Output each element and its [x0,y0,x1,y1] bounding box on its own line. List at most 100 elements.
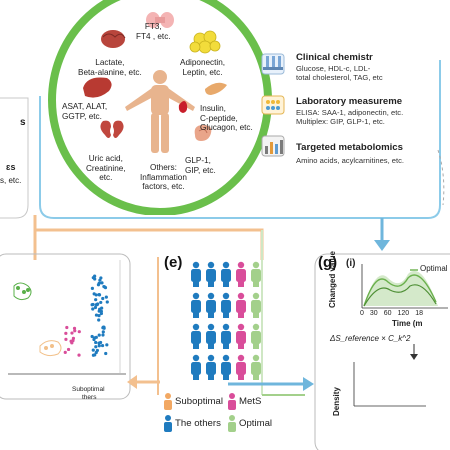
scatter-point [100,343,105,348]
panel-g-legend: Optimal [420,264,448,273]
measurement-detail-3: Amino acids, acylcarnitines, etc. [296,156,405,165]
scatter-point [94,345,98,349]
density-ylabel: Density [332,387,341,416]
scatter-point [97,344,101,348]
panel-e-label: (e) [164,254,183,271]
scatter-point [94,335,98,339]
scatter-point [98,340,103,345]
legend-mets: MetS [239,396,262,407]
gut-label: GLP-1, GIP, etc. [185,156,216,175]
measurement-title-3: Targeted metabolomics [296,142,403,153]
scatter-point [98,307,102,311]
thyroid-label: FT3, FT4 , etc. [136,22,171,41]
density-chart [353,344,426,407]
scatter-point [94,313,99,317]
scatter-point [98,278,102,282]
others-person-figure [191,354,201,380]
scatter-point [95,348,100,353]
scatter-label-2: thers [82,394,97,401]
measurement-detail-1: Glucose, HDL-c, LDL- total cholesterol, … [296,64,383,82]
scatter-point [91,302,95,307]
adipose-label: Adiponectin, Leptin, etc. [180,58,226,77]
measurement-detail-2: ELISA: SAA-1, adiponectin, etc. Multiple… [296,108,404,126]
others-person-figure [221,323,231,349]
optimal-person-figure [251,292,261,318]
scatter-point [101,333,105,337]
bar-chart-icon [261,135,285,157]
mets-person-figure [236,323,246,349]
scatter-point [91,348,95,352]
optimal-person-figure [251,261,261,287]
scatter-point [99,300,103,305]
optimal-curve [363,274,437,307]
scatter-point [93,305,98,310]
scatter-point [101,325,106,329]
others-person-figure [191,261,201,287]
optimal-band [364,270,438,306]
pancreas-label: Insulin, C-peptide, Glucagon, etc. [200,104,253,132]
others-person-figure [221,261,231,287]
scatter-point [90,286,94,290]
mets-person-figure [236,354,246,380]
legend-suboptimal: Suboptimal [175,396,223,407]
scatter-point [94,340,98,345]
scatter-point [94,298,98,302]
panel-g-sublabel: (i) [346,258,356,269]
scatter-point [94,303,98,307]
panel-g-xlabel: Time (m [392,319,423,328]
others-person-figure [191,323,201,349]
suboptimal-person-icon [164,393,172,410]
brain-icon [101,30,126,48]
scatter-point [93,274,97,278]
scatter-point [101,330,105,334]
others-person-figure [221,292,231,318]
others-person-figure [191,292,201,318]
brain-label: Lactate, Beta-alanine, etc. [78,58,142,77]
others-person-icon [164,415,172,432]
scatter-point [97,318,101,322]
scatter-label-1: Suboptimal [72,386,105,393]
measurement-title-1: Clinical chemistr [296,52,373,63]
optimal-person-figure [251,323,261,349]
test-tube-rack-icon [261,53,285,75]
adipose-icon [189,30,221,54]
scatter-point [90,334,94,339]
scatter-point [73,329,77,333]
scatter-point [64,337,68,341]
right-lower-frame [314,253,450,450]
scatter-point [64,331,68,335]
scatter-point [66,347,71,352]
legend-others: The others [175,418,221,429]
scatter-point [72,326,77,330]
scatter-point [71,339,75,343]
others-person-figure [206,292,216,318]
legend-optimal: Optimal [239,418,273,429]
pancreas-icon [205,82,227,95]
left-fragment-3: s, etc. [0,176,22,185]
left-fragment-2: ɛs [6,162,16,172]
dashed-line [437,149,445,206]
human-body-icon [125,70,195,153]
liver-icon [83,77,112,98]
blue-arrow-head [374,240,390,251]
people-grid [191,261,261,380]
scatter-point [99,309,103,313]
microplate-icon [261,95,285,115]
others-label: Others: Inflammation factors, etc. [140,163,187,191]
others-person-figure [206,354,216,380]
others-person-figure [206,323,216,349]
liver-label: ASAT, ALAT, GGTP, etc. [62,102,108,121]
thyroid-icon [146,12,174,28]
scatter-point [77,353,81,357]
scatter-point [92,337,96,342]
mets-person-figure [236,261,246,287]
panel-e-legend-icons [164,393,236,432]
scatter-point [100,281,104,285]
measurement-title-2: Laboratory measureme [296,96,403,107]
blue-bracket [39,60,441,219]
blood-drop-icon [178,101,188,113]
scatter-point [96,283,101,287]
mets-person-icon [228,393,236,410]
